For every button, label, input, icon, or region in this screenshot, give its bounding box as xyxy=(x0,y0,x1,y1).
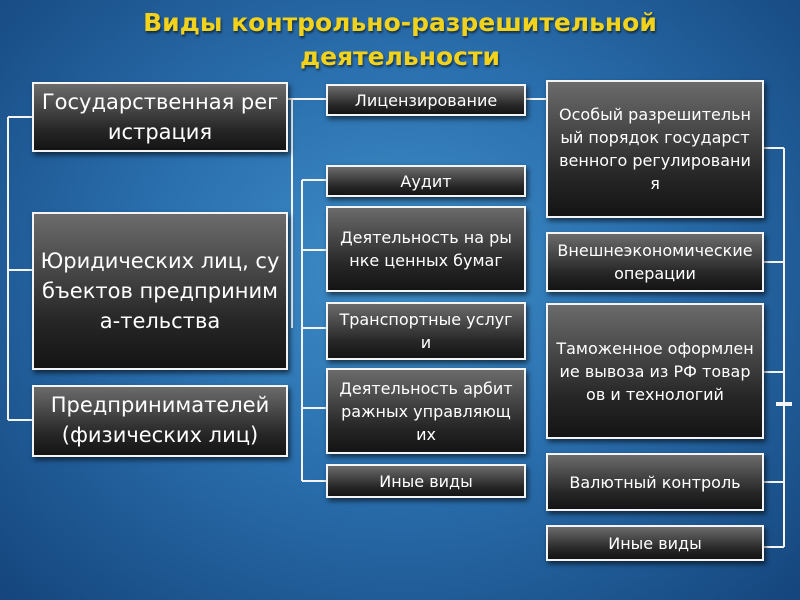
box-foreign-economic: Внешнеэкономические операции xyxy=(546,232,764,292)
box-transport-services-label: Транспортные услуги xyxy=(339,310,513,352)
box-arbitration-managers: Деятельность арбитражных управляющих xyxy=(326,368,526,454)
box-individual-entrepreneurs-label: Предпринимателей (физических лиц) xyxy=(50,393,270,447)
box-legal-entities: Юридических лиц, субъектов предпринима-т… xyxy=(32,212,288,370)
box-licensing-label: Лицензирование xyxy=(354,91,498,110)
box-licensing: Лицензирование xyxy=(326,84,526,116)
box-customs-clearance-label: Таможенное оформление вывоза из РФ товар… xyxy=(556,338,754,404)
box-state-registration: Государственная регистрация xyxy=(32,82,288,152)
box-right-other-types: Иные виды xyxy=(546,525,764,561)
page-title-line-1: Виды контрольно-разрешительной xyxy=(143,8,657,37)
box-securities-market: Деятельность на рынке ценных бумаг xyxy=(326,206,526,292)
box-special-permit-order: Особый разрешительный порядок государств… xyxy=(546,80,764,218)
box-audit: Аудит xyxy=(326,165,526,197)
box-currency-control: Валютный контроль xyxy=(546,453,764,511)
box-individual-entrepreneurs: Предпринимателей (физических лиц) xyxy=(32,385,288,457)
page-title-line-2: деятельности xyxy=(299,42,501,71)
box-transport-services: Транспортные услуги xyxy=(326,302,526,360)
box-securities-market-label: Деятельность на рынке ценных бумаг xyxy=(340,228,512,270)
box-middle-other-types: Иные виды xyxy=(326,464,526,498)
box-right-other-types-label: Иные виды xyxy=(608,533,702,553)
box-special-permit-order-label: Особый разрешительный порядок государств… xyxy=(559,105,751,193)
box-legal-entities-label: Юридических лиц, субъектов предпринима-т… xyxy=(40,249,280,333)
box-customs-clearance: Таможенное оформление вывоза из РФ товар… xyxy=(546,303,764,439)
box-audit-label: Аудит xyxy=(400,171,452,191)
box-arbitration-managers-label: Деятельность арбитражных управляющих xyxy=(339,378,513,444)
box-state-registration-label: Государственная регистрация xyxy=(41,90,279,144)
box-currency-control-label: Валютный контроль xyxy=(569,472,741,492)
box-middle-other-types-label: Иные виды xyxy=(379,471,473,491)
page-title: Виды контрольно-разрешительной деятельно… xyxy=(0,6,800,74)
right-bracket-mark xyxy=(776,402,792,406)
box-foreign-economic-label: Внешнеэкономические операции xyxy=(557,241,753,283)
